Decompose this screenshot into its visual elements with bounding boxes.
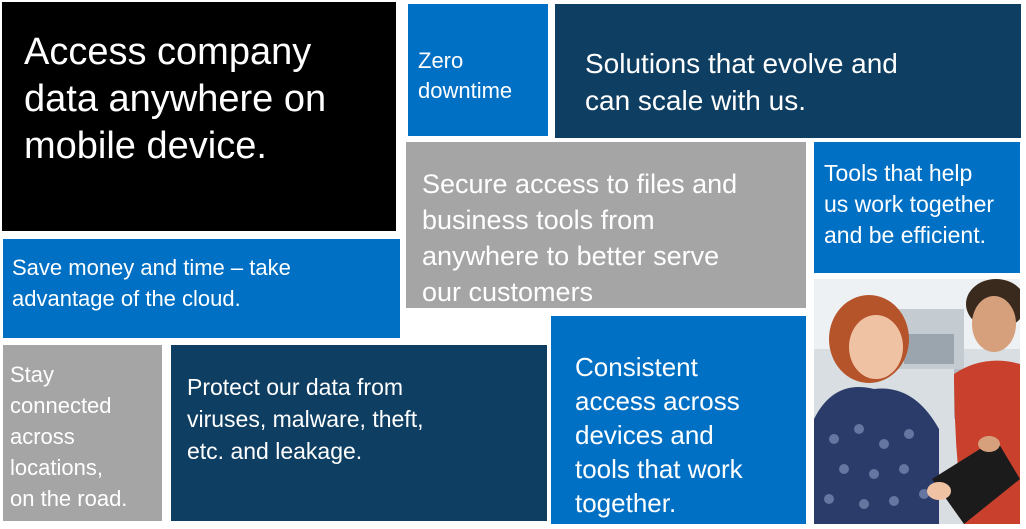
tile-protect-data: Protect our data from viruses, malware, …	[171, 345, 547, 521]
tile-tools-together: Tools that help us work together and be …	[814, 142, 1020, 273]
tile-stay-connected: Stay connected across locations, on the …	[3, 345, 162, 521]
photo-illustration	[814, 279, 1020, 524]
tile-zero-downtime-text: Zero downtime	[418, 48, 513, 103]
tile-save-money: Save money and time – take advantage of …	[3, 239, 400, 338]
tile-solutions-text: Solutions that evolve and can scale with…	[585, 48, 898, 116]
tile-secure-access: Secure access to files and business tool…	[406, 142, 806, 308]
tile-consistent-text: Consistent access across devices and too…	[575, 352, 743, 518]
photo-people-with-tablet	[814, 279, 1020, 524]
tile-zero-downtime: Zero downtime	[408, 4, 548, 136]
tile-tools-text: Tools that help us work together and be …	[824, 160, 995, 248]
tile-consistent-access: Consistent access across devices and too…	[551, 316, 806, 524]
tile-access-text: Access company data anywhere on mobile d…	[24, 31, 327, 167]
tile-access-mobile: Access company data anywhere on mobile d…	[2, 2, 396, 231]
tile-protect-text: Protect our data from viruses, malware, …	[187, 374, 424, 464]
tile-save-text: Save money and time – take advantage of …	[12, 255, 291, 311]
tile-solutions: Solutions that evolve and can scale with…	[555, 4, 1021, 138]
tile-secure-text: Secure access to files and business tool…	[422, 169, 738, 307]
tile-stay-text: Stay connected across locations, on the …	[10, 362, 128, 511]
